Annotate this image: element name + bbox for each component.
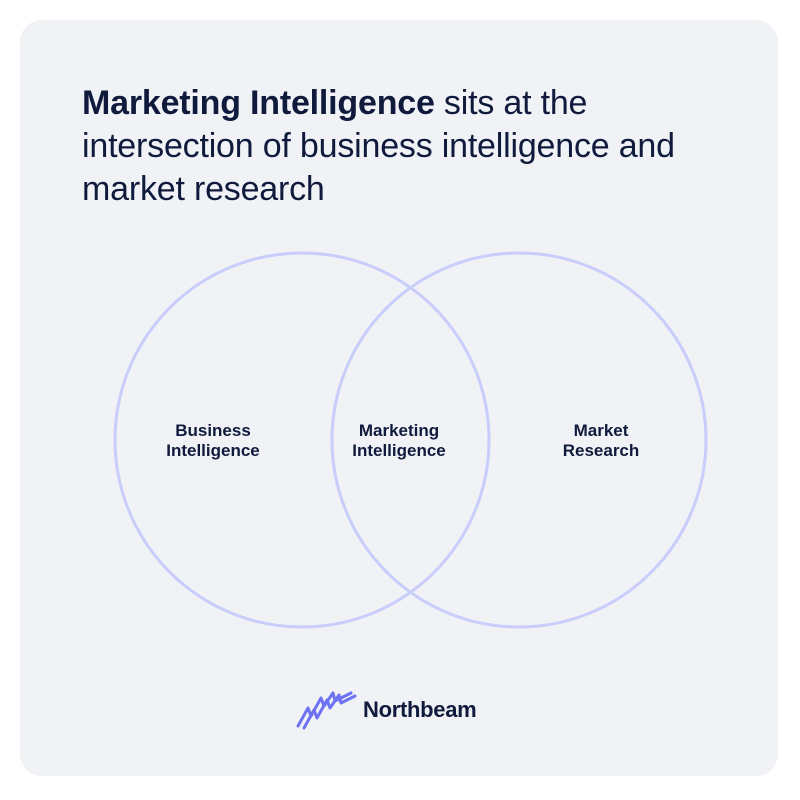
venn-circle-market-research: [330, 251, 708, 629]
label-marketing-line2: Intelligence: [352, 441, 446, 460]
headline: Marketing Intelligence sits at the inter…: [82, 82, 742, 211]
headline-rest: sits at the intersection of business int…: [82, 84, 675, 208]
label-business-line2: Intelligence: [166, 441, 260, 460]
infographic-card: Marketing Intelligence sits at the inter…: [20, 20, 778, 776]
northbeam-logo: Northbeam: [295, 690, 477, 730]
label-business-line1: Business: [175, 421, 251, 440]
venn-diagram: Business Intelligence Marketing Intellig…: [113, 251, 708, 629]
brand-name: Northbeam: [363, 697, 477, 722]
northbeam-logo-icon: [296, 691, 357, 730]
label-marketing-line1: Marketing: [359, 421, 439, 440]
venn-circle-business-intelligence: [113, 251, 491, 629]
label-market-line2: Research: [563, 441, 640, 460]
label-market-line1: Market: [574, 421, 629, 440]
headline-emphasis: Marketing Intelligence: [82, 84, 435, 122]
